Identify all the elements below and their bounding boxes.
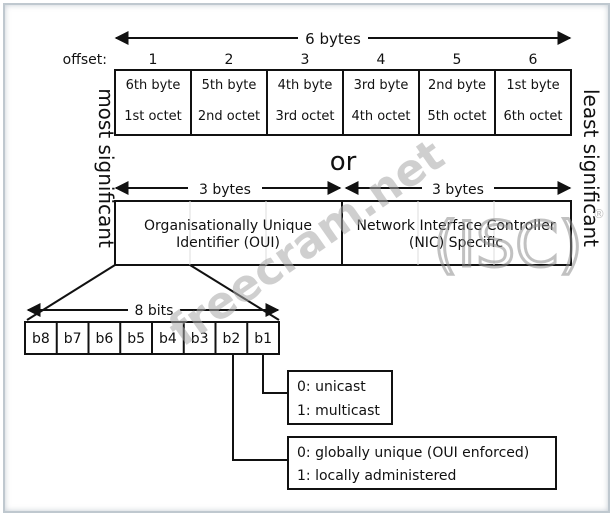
b1-meaning-box: 0: unicast 1: multicast bbox=[287, 370, 393, 425]
bit-b3: b3 bbox=[191, 331, 209, 347]
byte-cell-byte: 1st byte bbox=[506, 78, 559, 93]
byte-cell-octet: 1st octet bbox=[124, 109, 182, 124]
eight-bits-label: 8 bits bbox=[135, 303, 174, 319]
bit-row: b8 b7 b6 b5 b4 b3 b2 b1 bbox=[24, 321, 280, 355]
locally-administered-label: 1: locally administered bbox=[297, 468, 456, 484]
byte-cell-byte: 2nd byte bbox=[428, 78, 486, 93]
bit-b4: b4 bbox=[159, 331, 177, 347]
unicast-label: 0: unicast bbox=[297, 379, 366, 395]
oui-label-line1: Organisationally Unique bbox=[144, 218, 312, 234]
byte-cell-octet: 4th octet bbox=[351, 109, 410, 124]
b2-meaning-box: 0: globally unique (OUI enforced) 1: loc… bbox=[287, 436, 557, 490]
bit-b1: b1 bbox=[254, 331, 272, 347]
bit-cells: b8 b7 b6 b5 b4 b3 b2 b1 bbox=[32, 322, 272, 354]
byte-cell-octet: 3rd octet bbox=[275, 109, 334, 124]
b2-connector bbox=[232, 354, 288, 461]
bit-b5: b5 bbox=[127, 331, 145, 347]
offset-3: 3 bbox=[301, 52, 310, 68]
oui-label-line2: Identifier (OUI) bbox=[176, 235, 280, 251]
bit-b7: b7 bbox=[64, 331, 82, 347]
bit-b6: b6 bbox=[95, 331, 113, 347]
six-bytes-span: 6 bytes bbox=[114, 30, 572, 48]
nic-span: 3 bytes bbox=[344, 181, 572, 198]
offset-5: 5 bbox=[453, 52, 462, 68]
offset-row: 1 2 3 4 5 6 bbox=[149, 52, 538, 68]
byte-cell-octet: 2nd octet bbox=[198, 109, 260, 124]
nic-label-line2: (NIC) Specific bbox=[409, 235, 503, 251]
least-significant-label: least significant bbox=[579, 89, 603, 247]
byte-cell-byte: 6th byte bbox=[126, 78, 181, 93]
b1-connector bbox=[262, 354, 288, 394]
byte-cell-byte: 3rd byte bbox=[354, 78, 409, 93]
offset-4: 4 bbox=[377, 52, 386, 68]
offset-2: 2 bbox=[225, 52, 234, 68]
byte-cell-octet: 5th octet bbox=[427, 109, 486, 124]
bit-b8: b8 bbox=[32, 331, 50, 347]
globally-unique-label: 0: globally unique (OUI enforced) bbox=[297, 445, 529, 461]
oui-nic-table: Organisationally Unique Identifier (OUI)… bbox=[114, 200, 572, 266]
oui-bytes-label: 3 bytes bbox=[199, 182, 251, 198]
byte-cell-octet: 6th octet bbox=[503, 109, 562, 124]
multicast-label: 1: multicast bbox=[297, 403, 380, 419]
nic-label-line1: Network Interface Controller bbox=[357, 218, 556, 234]
offset-label: offset: bbox=[63, 52, 107, 68]
nic-bytes-label: 3 bytes bbox=[432, 182, 484, 198]
offset-6: 6 bbox=[529, 52, 538, 68]
eight-bits-span: 8 bits bbox=[26, 303, 280, 319]
byte-cells: 6th byte 1st octet 5th byte 2nd octet 4th by… bbox=[124, 70, 563, 135]
oui-span: 3 bytes bbox=[114, 181, 342, 198]
byte-cell-byte: 5th byte bbox=[202, 78, 257, 93]
byte-cell-byte: 4th byte bbox=[278, 78, 333, 93]
byte-table: 6th byte 1st octet 5th byte 2nd octet 4th by… bbox=[114, 69, 572, 136]
six-bytes-label: 6 bytes bbox=[305, 30, 361, 48]
bit-b2: b2 bbox=[222, 331, 240, 347]
offset-1: 1 bbox=[149, 52, 158, 68]
or-label: or bbox=[330, 147, 357, 177]
